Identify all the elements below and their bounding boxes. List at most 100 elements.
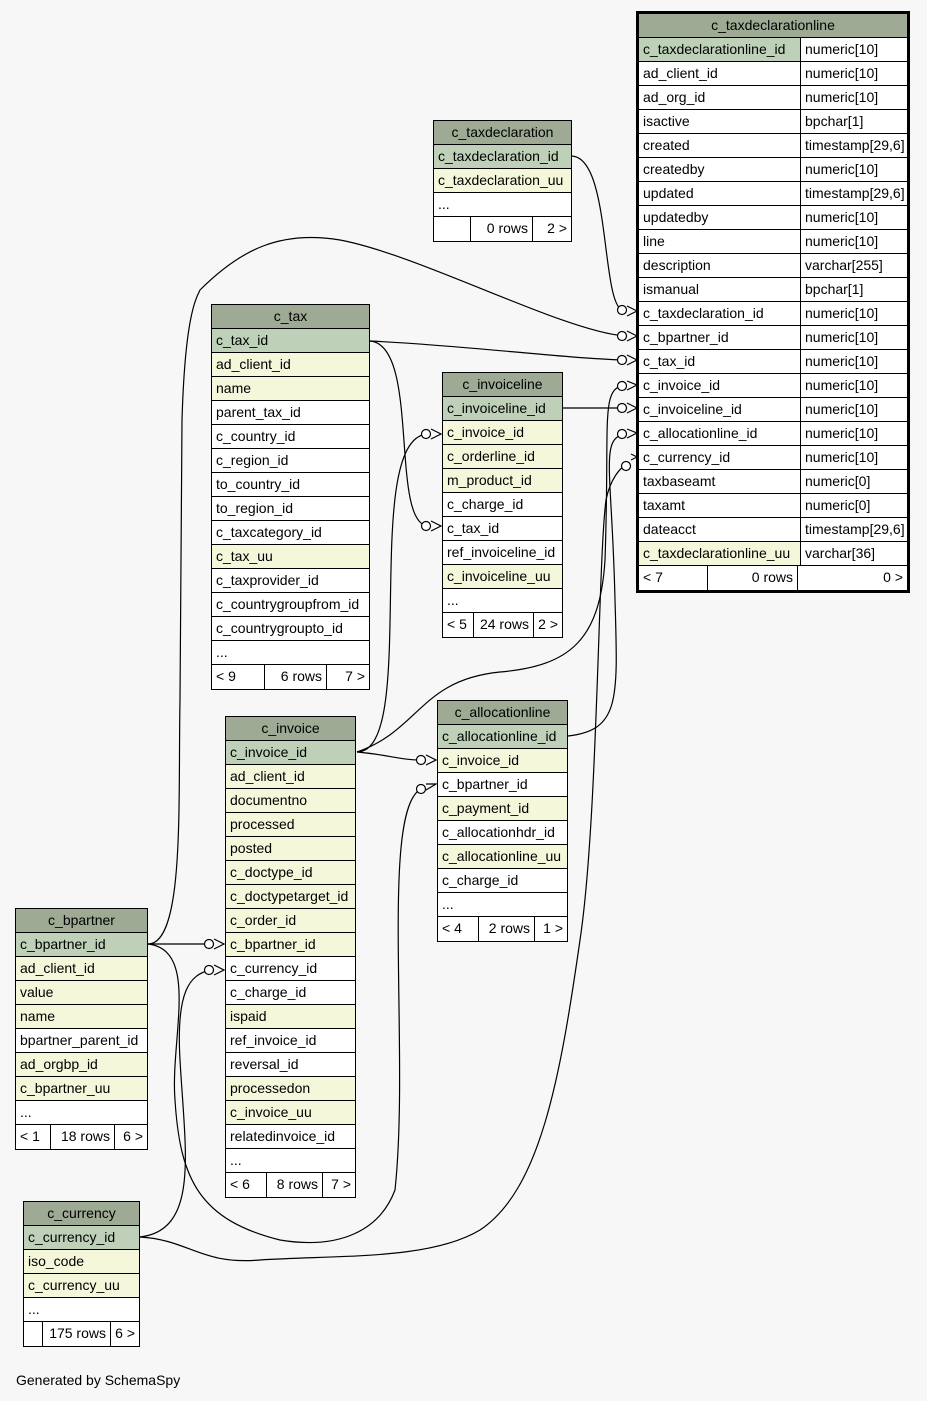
column-row[interactable]: parent_tax_id bbox=[212, 401, 369, 425]
column-row[interactable]: c_doctype_id bbox=[226, 861, 355, 885]
prev-link[interactable] bbox=[434, 217, 470, 241]
next-link[interactable]: 2 > bbox=[532, 217, 571, 241]
prev-link[interactable]: < 4 bbox=[442, 920, 462, 936]
column-row[interactable]: c_taxdeclaration_id bbox=[434, 145, 571, 169]
column-row[interactable]: c_currency_id bbox=[24, 1226, 139, 1250]
column-row[interactable]: c_invoice_uu bbox=[226, 1101, 355, 1125]
column-row[interactable]: ad_client_id bbox=[212, 353, 369, 377]
column-row[interactable]: processed bbox=[226, 813, 355, 837]
prev-link[interactable] bbox=[24, 1322, 42, 1346]
prev-link[interactable]: < 1 bbox=[20, 1128, 40, 1144]
column-row[interactable]: c_charge_id bbox=[443, 493, 562, 517]
column-row[interactable]: c_doctypetarget_id bbox=[226, 885, 355, 909]
column-row[interactable]: c_tax_id bbox=[443, 517, 562, 541]
column-row[interactable]: c_charge_id bbox=[438, 869, 567, 893]
column-row[interactable]: m_product_id bbox=[443, 469, 562, 493]
prev-link[interactable]: < 6 bbox=[230, 1176, 250, 1192]
column-row[interactable]: c_tax_id bbox=[212, 329, 369, 353]
prev-link[interactable]: < 5 bbox=[447, 616, 467, 632]
next-link[interactable]: 2 > bbox=[533, 613, 562, 637]
column-row[interactable]: c_taxdeclaration_uu bbox=[434, 169, 571, 193]
column-row[interactable]: c_bpartner_id bbox=[16, 933, 147, 957]
column-row[interactable]: c_allocationline_id bbox=[438, 725, 567, 749]
column-row[interactable]: ad_client_id bbox=[226, 765, 355, 789]
next-link[interactable]: 6 > bbox=[114, 1125, 147, 1149]
column-row[interactable]: reversal_id bbox=[226, 1053, 355, 1077]
column-row[interactable]: c_currency_id bbox=[226, 957, 355, 981]
column-row[interactable]: c_payment_id bbox=[438, 797, 567, 821]
column-row[interactable]: c_orderline_id bbox=[443, 445, 562, 469]
column-row[interactable]: iso_code bbox=[24, 1250, 139, 1274]
column-row[interactable]: relatedinvoice_id bbox=[226, 1125, 355, 1149]
column-row[interactable]: c_taxcategory_id bbox=[212, 521, 369, 545]
column-row[interactable]: value bbox=[16, 981, 147, 1005]
column-row[interactable]: c_order_id bbox=[226, 909, 355, 933]
column-row[interactable]: ... bbox=[438, 893, 567, 917]
column-row[interactable]: ad_orgbp_id bbox=[16, 1053, 147, 1077]
column-row[interactable]: ... bbox=[212, 641, 369, 665]
column-row[interactable]: c_allocationline_uu bbox=[438, 845, 567, 869]
column-row[interactable]: c_bpartner_id bbox=[226, 933, 355, 957]
next-link[interactable]: 7 > bbox=[326, 665, 369, 689]
column-row[interactable]: c_bpartner_uu bbox=[16, 1077, 147, 1101]
column-row[interactable]: ... bbox=[434, 193, 571, 217]
column-row[interactable]: c_charge_id bbox=[226, 981, 355, 1005]
column-row[interactable]: ... bbox=[443, 589, 562, 613]
column-row[interactable]: ... bbox=[226, 1149, 355, 1173]
column-row[interactable]: processedon bbox=[226, 1077, 355, 1101]
next-link[interactable]: 1 > bbox=[534, 917, 567, 941]
column-row[interactable]: ref_invoice_id bbox=[226, 1029, 355, 1053]
column-row[interactable]: c_country_id bbox=[212, 425, 369, 449]
column-row[interactable]: to_region_id bbox=[212, 497, 369, 521]
column-row[interactable]: c_currency_uu bbox=[24, 1274, 139, 1298]
next-link[interactable]: 6 > bbox=[110, 1322, 139, 1346]
column-row[interactable]: c_allocationhdr_id bbox=[438, 821, 567, 845]
column-row[interactable]: c_invoice_id bbox=[226, 741, 355, 765]
column-row[interactable]: c_region_id bbox=[212, 449, 369, 473]
column-row[interactable]: name bbox=[212, 377, 369, 401]
column-row[interactable]: bpartner_parent_id bbox=[16, 1029, 147, 1053]
column-row[interactable]: ... bbox=[16, 1101, 147, 1125]
column-row[interactable]: c_countrygroupfrom_id bbox=[212, 593, 369, 617]
column-row[interactable]: c_bpartner_id bbox=[438, 773, 567, 797]
column-row[interactable]: c_tax_uu bbox=[212, 545, 369, 569]
column-row[interactable]: posted bbox=[226, 837, 355, 861]
column-row[interactable]: name bbox=[16, 1005, 147, 1029]
column-row[interactable]: ref_invoiceline_id bbox=[443, 541, 562, 565]
column-row[interactable]: c_taxprovider_id bbox=[212, 569, 369, 593]
column-row[interactable]: ad_client_id bbox=[16, 957, 147, 981]
column-row[interactable]: c_countrygroupto_id bbox=[212, 617, 369, 641]
column-row[interactable]: documentno bbox=[226, 789, 355, 813]
column-row[interactable]: to_country_id bbox=[212, 473, 369, 497]
next-link[interactable]: 0 > bbox=[797, 566, 907, 590]
column-row[interactable]: ... bbox=[24, 1298, 139, 1322]
column-row[interactable]: ispaid bbox=[226, 1005, 355, 1029]
